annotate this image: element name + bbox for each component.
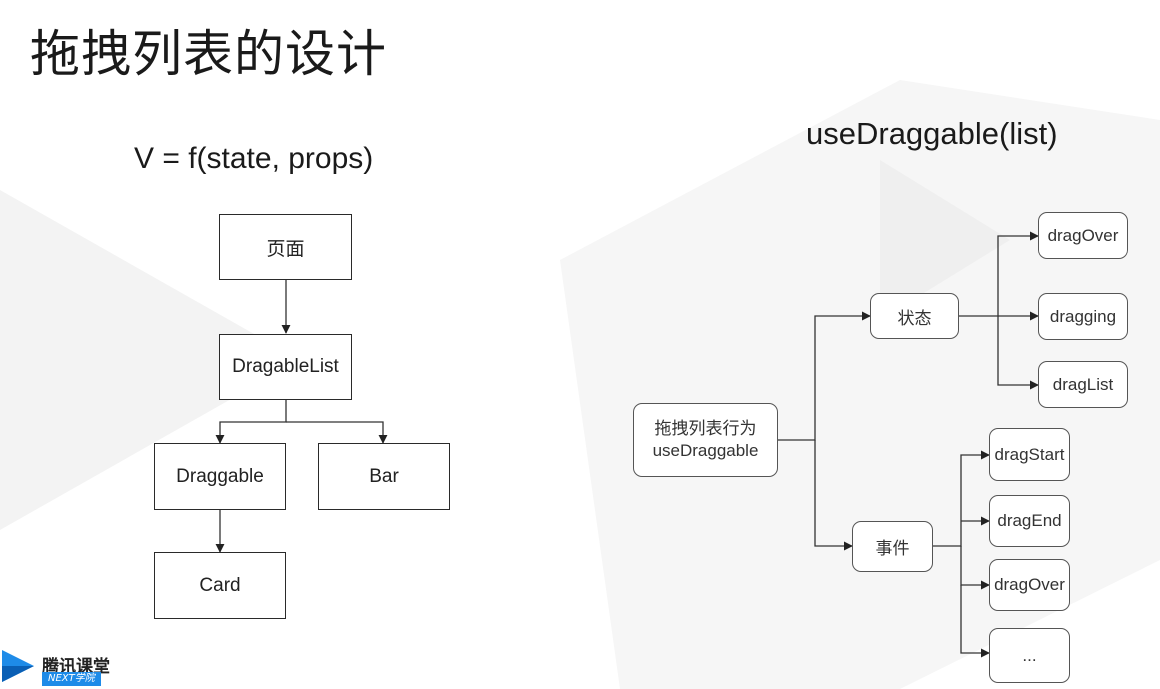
event-item: dragStart — [989, 428, 1070, 481]
formula-text: V = f(state, props) — [134, 142, 374, 175]
hook-name: useDraggable(list) — [806, 116, 1058, 151]
node-events: 事件 — [852, 521, 933, 572]
event-item: ... — [989, 628, 1070, 683]
root-label: 拖拽列表行为 useDraggable — [652, 419, 759, 460]
edge-event-items — [933, 450, 990, 547]
logo-tagline: NEXT学院 — [42, 672, 101, 686]
state-item: dragOver — [1038, 212, 1128, 259]
node-state: 状态 — [870, 293, 959, 339]
edge-list-children — [215, 400, 287, 444]
node-dragable-list: DragableList — [219, 334, 352, 400]
event-item: dragOver — [989, 559, 1070, 611]
edge-state-items — [959, 231, 1039, 317]
event-item: dragEnd — [989, 495, 1070, 547]
state-item: dragging — [1038, 293, 1128, 340]
node-draggable: Draggable — [154, 443, 286, 510]
slide-title: 拖拽列表的设计 — [30, 25, 387, 83]
node-card: Card — [154, 552, 286, 619]
tencent-classroom-logo-icon — [2, 650, 34, 682]
edge-root-branches — [778, 311, 871, 441]
node-page: 页面 — [219, 214, 352, 280]
state-item: dragList — [1038, 361, 1128, 408]
node-root: 拖拽列表行为 useDraggable — [633, 403, 778, 477]
node-bar: Bar — [318, 443, 450, 510]
